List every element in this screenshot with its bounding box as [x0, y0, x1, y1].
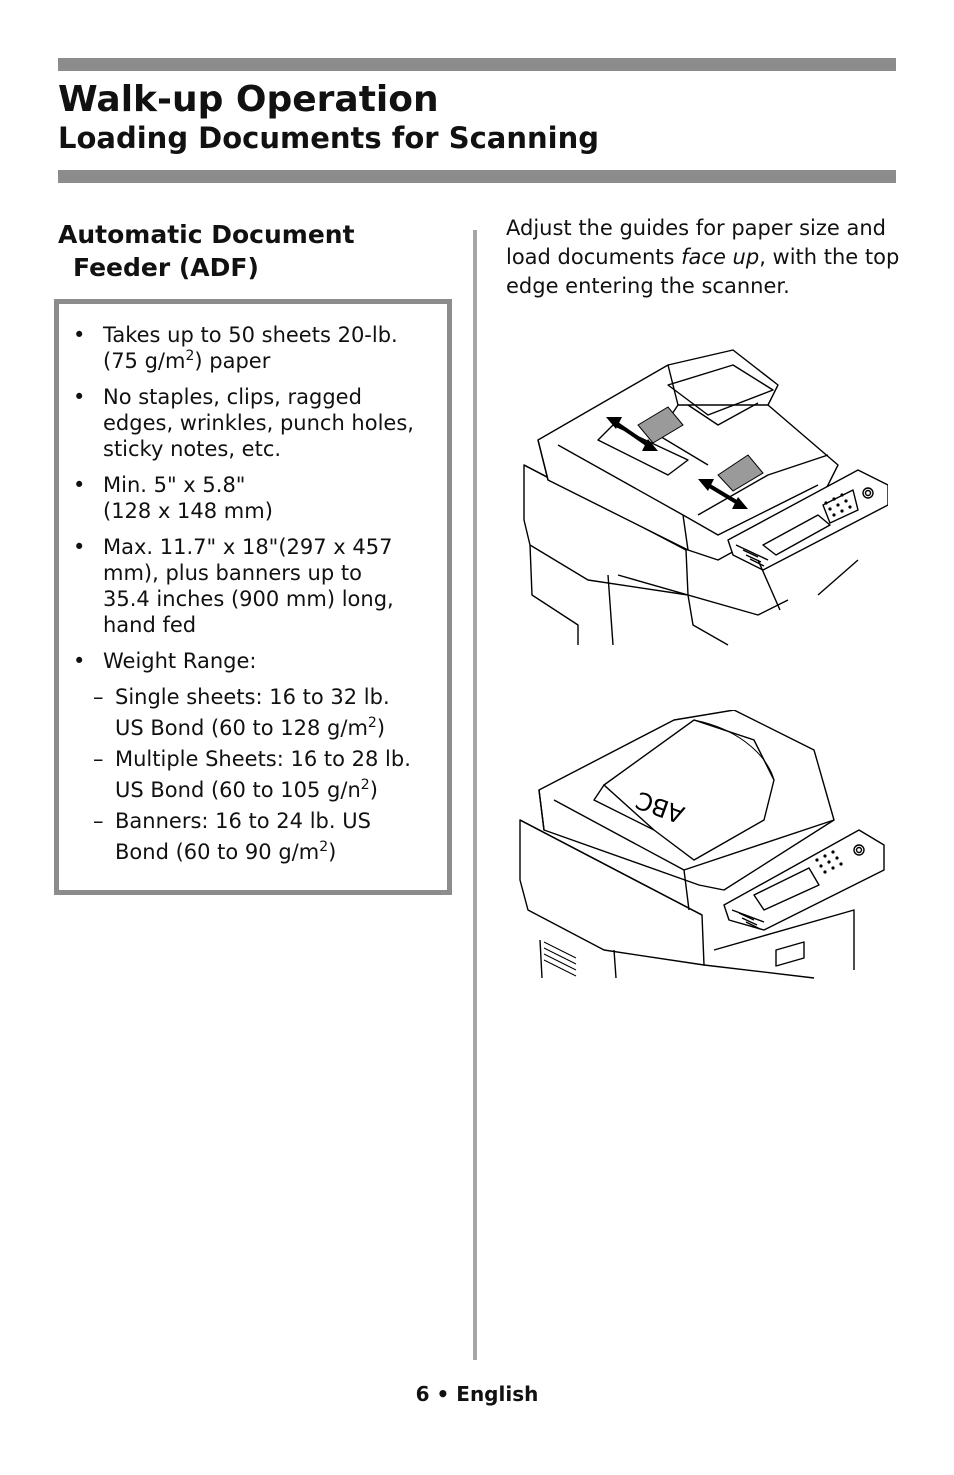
dash: –: [93, 809, 104, 833]
footer-separator: •: [436, 1382, 450, 1406]
spec-list: • Takes up to 50 sheets 20-lb. (75 g/m2)…: [73, 322, 443, 684]
spec-text: No staples, clips, ragged: [103, 385, 362, 409]
double-arrow-icon: [614, 421, 740, 505]
spec-text: Max. 11.7" x 18"(297 x 457: [103, 535, 393, 559]
scanner-loaded-document-illustration: ABC: [519, 710, 885, 979]
dash: –: [93, 685, 104, 709]
spec-text: Weight Range:: [103, 649, 257, 673]
page-title: Walk-up Operation: [58, 79, 439, 120]
weight-text: Single sheets: 16 to 32 lb.: [115, 685, 390, 709]
spec-item-weight-range: • Weight Range:: [73, 648, 443, 674]
section-heading-adf: Automatic Document Feeder (ADF): [58, 218, 438, 284]
section-heading-line1: Automatic Document: [58, 220, 355, 249]
spec-text: Takes up to 50 sheets 20-lb.: [103, 323, 398, 347]
weight-text: Multiple Sheets: 16 to 28 lb.: [115, 747, 411, 771]
bullet: •: [73, 649, 86, 673]
weight-item-banners: – Banners: 16 to 24 lb. US Bond (60 to 9…: [93, 806, 443, 868]
header-rule-bottom: [58, 170, 896, 183]
spec-item-capacity: • Takes up to 50 sheets 20-lb. (75 g/m2)…: [73, 322, 443, 374]
intro-paragraph: Adjust the guides for paper size and loa…: [506, 216, 900, 298]
scanner-adf-guides-illustration: [523, 349, 888, 646]
weight-text: Banners: 16 to 24 lb. US: [115, 809, 371, 833]
page-footer: 6 • English: [0, 1380, 954, 1408]
spec-text: (128 x 148 mm): [103, 499, 273, 523]
spec-item-min-size: • Min. 5" x 5.8" (128 x 148 mm): [73, 472, 443, 524]
column-divider: [473, 230, 477, 1360]
spec-text: 35.4 inches (900 mm) long,: [103, 587, 394, 611]
adf-spec-box: • Takes up to 50 sheets 20-lb. (75 g/m2)…: [54, 299, 452, 895]
spec-text: (75 g/m2) paper: [103, 348, 271, 373]
spec-text: mm), plus banners up to: [103, 561, 362, 585]
section-heading-line2: Feeder (ADF): [73, 253, 259, 282]
header-rule-top: [58, 58, 896, 71]
weight-text: US Bond (60 to 128 g/m2): [115, 715, 386, 740]
bullet: •: [73, 473, 86, 497]
bullet: •: [73, 385, 86, 409]
page-subtitle: Loading Documents for Scanning: [58, 121, 599, 155]
weight-item-multiple: – Multiple Sheets: 16 to 28 lb. US Bond …: [93, 744, 443, 806]
weight-sublist: – Single sheets: 16 to 32 lb. US Bond (6…: [93, 682, 443, 868]
page-number: 6: [415, 1382, 430, 1406]
weight-text: US Bond (60 to 105 g/n2): [115, 777, 378, 802]
bullet: •: [73, 323, 86, 347]
weight-text: Bond (60 to 90 g/m2): [115, 839, 337, 864]
spec-text: edges, wrinkles, punch holes,: [103, 411, 414, 435]
spec-text: hand fed: [103, 613, 197, 637]
bullet: •: [73, 535, 86, 559]
footer-language: English: [456, 1382, 539, 1406]
spec-item-restrictions: • No staples, clips, ragged edges, wrink…: [73, 384, 443, 462]
dash: –: [93, 747, 104, 771]
spec-item-max-size: • Max. 11.7" x 18"(297 x 457 mm), plus b…: [73, 534, 443, 638]
weight-item-single: – Single sheets: 16 to 32 lb. US Bond (6…: [93, 682, 443, 744]
spec-text: sticky notes, etc.: [103, 437, 282, 461]
spec-text: Min. 5" x 5.8": [103, 473, 246, 497]
